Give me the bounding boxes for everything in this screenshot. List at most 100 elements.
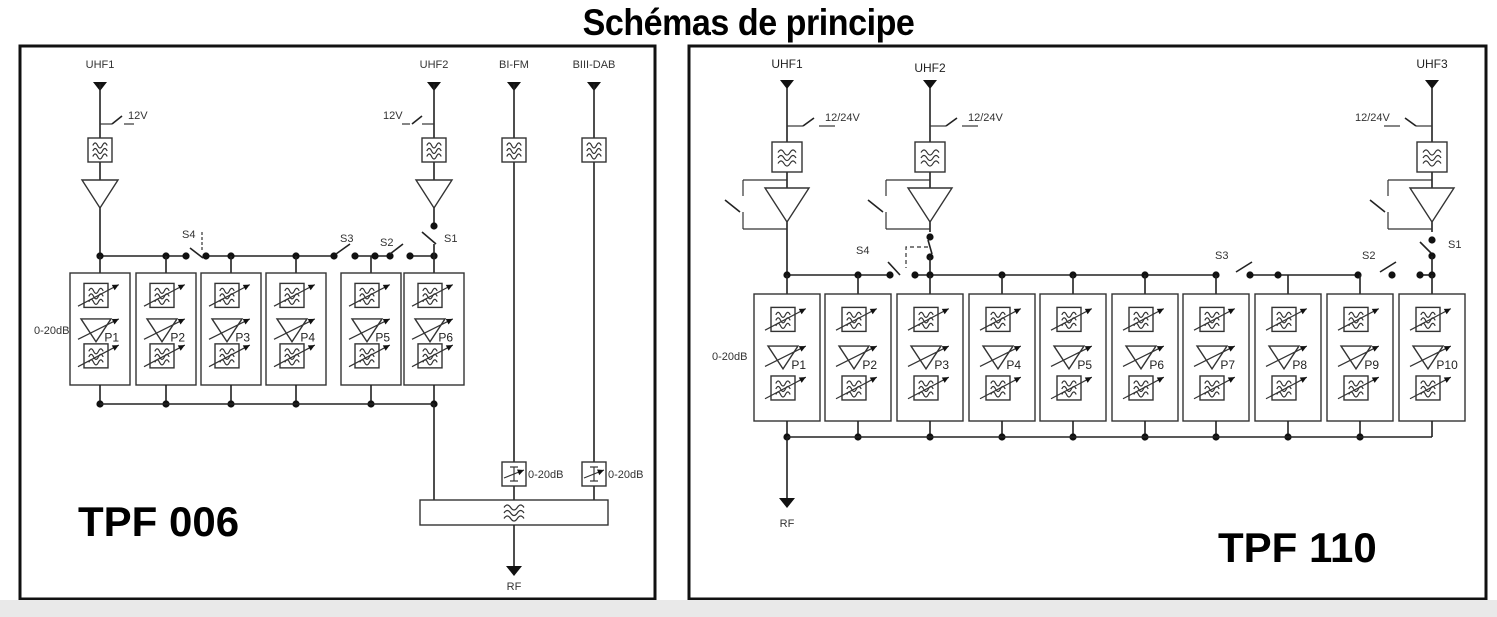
wave (284, 348, 300, 355)
adjust-arrow (307, 345, 315, 351)
adjust-line (208, 318, 251, 340)
wave (503, 504, 525, 511)
wave (92, 142, 108, 149)
adjust-line (1122, 376, 1165, 400)
channel-label: P3 (235, 331, 250, 345)
channel-module: P2 (824, 293, 892, 422)
filter-box (914, 141, 946, 173)
wave (92, 153, 108, 160)
wave (426, 153, 442, 160)
filter-box (1415, 306, 1441, 333)
amplifier-icon (763, 187, 811, 224)
adjust-line (979, 345, 1022, 368)
channel-label: P5 (1077, 358, 1092, 372)
gain-label: 0-20dB (34, 325, 69, 337)
wave (154, 348, 170, 355)
input-label: BIII-DAB (573, 59, 616, 71)
channel-module: P10 (1398, 293, 1466, 422)
channel-label: P6 (438, 331, 453, 345)
adjust-line (835, 345, 878, 368)
filter-icon (1415, 375, 1441, 401)
switch-icon (867, 199, 884, 213)
wave (1348, 311, 1364, 318)
junction-dot (1428, 236, 1436, 244)
adjust-line (273, 284, 316, 307)
filter-box (1415, 375, 1441, 401)
adjust-line (835, 376, 878, 400)
switch-icon (411, 115, 423, 125)
adjust-arrow (1443, 377, 1451, 383)
filter-icon (770, 306, 796, 333)
switch-icon (927, 239, 933, 255)
junction-dot (911, 271, 919, 279)
amplifier-icon (1408, 187, 1456, 224)
adjust-arrow (1013, 377, 1021, 383)
output-label: RF (780, 518, 795, 530)
channel-label: P9 (1364, 358, 1379, 372)
wave (426, 142, 442, 149)
wave (503, 515, 525, 522)
adjust-line (1122, 308, 1165, 331)
channel-label: P10 (1436, 358, 1458, 372)
model-label: TPF 006 (78, 498, 239, 545)
power-label: 12V (383, 110, 403, 122)
adjust-line (77, 284, 120, 307)
filter-box (1128, 306, 1154, 333)
filter-icon (214, 343, 240, 369)
wave (503, 509, 525, 517)
amplifier-icon (414, 179, 454, 210)
adjust-arrow (869, 346, 877, 352)
model-label: TPF 110 (1218, 524, 1377, 571)
wave (219, 348, 235, 355)
input-label: UHF3 (1416, 57, 1448, 71)
filter-box (985, 306, 1011, 333)
filter-box (279, 282, 305, 309)
adjust-arrow (1084, 377, 1092, 383)
switch-icon (802, 117, 815, 127)
filter-icon (1128, 306, 1154, 333)
channel-module: P9 (1326, 293, 1394, 422)
adjust-arrow (177, 345, 185, 351)
wave (506, 153, 522, 160)
filter-icon (87, 137, 113, 163)
wave (777, 160, 797, 167)
adjust-arrow (941, 346, 949, 352)
adjust-arrow (1013, 308, 1021, 315)
channel-label: P5 (375, 331, 390, 345)
junction-dot (202, 252, 210, 260)
adjust-arrow (597, 469, 604, 476)
filter-icon (1056, 375, 1082, 401)
power-label: 12/24V (968, 112, 1004, 124)
filter-box (279, 343, 305, 369)
adjust-line (411, 284, 454, 307)
adjust-arrow (307, 318, 315, 325)
wave (219, 287, 235, 294)
wave (506, 142, 522, 149)
filter-box (1343, 306, 1369, 333)
adjust-arrow (1299, 346, 1307, 352)
adjust-line (143, 318, 186, 340)
adjust-line (348, 318, 391, 340)
wave (1422, 154, 1442, 162)
channel-module: P8 (1254, 293, 1322, 422)
adjust-arrow (1371, 308, 1379, 315)
filter-box (1056, 375, 1082, 401)
filter-icon (913, 375, 939, 401)
adjust-arrow (869, 377, 877, 383)
junction-dot (1274, 271, 1282, 279)
wave (284, 287, 300, 294)
filter-box (1271, 306, 1297, 333)
adjust-line (77, 318, 120, 340)
filter-box (1343, 375, 1369, 401)
junction-dot (330, 252, 338, 260)
adjust-line (1193, 376, 1236, 400)
switch-icon (887, 261, 901, 276)
channel-module: P3 (200, 272, 262, 386)
filter-icon (985, 306, 1011, 333)
adjust-arrow (177, 318, 185, 325)
channel-module: P7 (1182, 293, 1250, 422)
filter-icon (417, 282, 443, 309)
adjust-arrow (1227, 377, 1235, 383)
filter-box (913, 306, 939, 333)
filter-icon (354, 282, 380, 309)
